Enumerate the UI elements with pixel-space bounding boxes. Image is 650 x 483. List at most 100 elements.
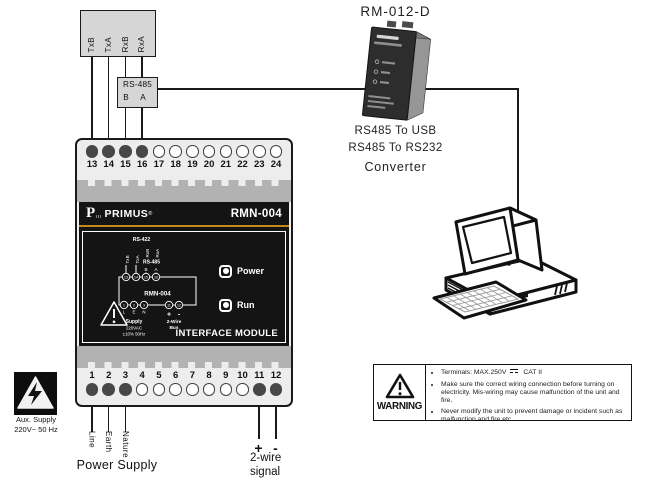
terminal-number: 16 <box>136 158 148 170</box>
mini-supply-volts: 220VAC <box>126 325 142 330</box>
terminal-14: 14 <box>101 140 117 180</box>
terminal-number: 8 <box>206 370 212 381</box>
aux-supply-line2: 220V~ 50 Hz <box>14 424 58 434</box>
terminal-number: 3 <box>122 370 129 381</box>
rs422-terminal-label-txa: TxA <box>103 36 113 52</box>
terminal-10: 10 <box>235 368 251 405</box>
wire-signal-plus <box>258 403 260 439</box>
terminal-number: 14 <box>103 158 114 170</box>
terminal-circle <box>169 145 182 158</box>
wire-txb <box>91 56 93 146</box>
warning-label: WARNING <box>376 401 423 412</box>
mini-rs422-label: RS-422 <box>133 237 151 243</box>
terminal-number: 22 <box>237 158 248 170</box>
converter-caption: RS485 To USB RS485 To RS232 Converter <box>328 123 463 176</box>
mini-terminal-num: 3 <box>143 303 145 307</box>
terminal-4: 4 <box>134 368 150 405</box>
warning-item-wiring: Make sure the correct wiring connection … <box>441 381 625 405</box>
terminal-circle <box>236 145 249 158</box>
computer-illustration <box>432 206 578 320</box>
terminal-circle <box>253 145 266 158</box>
terminal-number: 5 <box>156 370 162 381</box>
rs485-pin-b: B <box>123 93 129 102</box>
mini-supply-freq: ±10% 50Hz <box>123 331 146 336</box>
terminal-circle <box>102 145 115 158</box>
run-indicator: Run <box>219 298 255 312</box>
mini-terminal-num: 14 <box>134 275 138 279</box>
power-wire-label-line: Line <box>87 431 97 449</box>
mini-terminal-num: 1 <box>123 303 125 307</box>
converter-caption-line: RS485 To USB <box>354 125 437 137</box>
terminal-19: 19 <box>184 140 200 180</box>
terminal-number: 6 <box>172 370 179 381</box>
terminal-circle <box>269 145 283 158</box>
warning-triangle-icon <box>385 373 414 399</box>
terminal-circle <box>219 145 233 158</box>
terminal-15: 15 <box>117 140 133 180</box>
terminal-21: 21 <box>218 140 234 180</box>
terminal-circle <box>269 383 283 396</box>
mini-terminal-num: 13 <box>124 275 128 279</box>
terminal-20: 20 <box>201 140 217 180</box>
terminal-number: 20 <box>203 158 215 170</box>
terminal-number: 23 <box>253 158 265 170</box>
mini-signal-label: RxB <box>145 248 150 257</box>
power-label: Power <box>237 266 265 276</box>
mini-terminal-num: 15 <box>144 275 148 279</box>
terminal-circle <box>119 145 132 158</box>
warning-item1-pre: Terminals: MAX.250V <box>441 369 507 376</box>
terminal-6: 6 <box>168 368 184 405</box>
terminal-circle <box>135 383 149 396</box>
mini-terminal-num: 16 <box>154 275 158 279</box>
converter-caption-line: Converter <box>364 160 427 174</box>
power-wire-label-earth: Earth <box>104 431 114 453</box>
primus-logo-icon: P <box>86 205 96 221</box>
rs485-junction-box: RS-485 B A <box>117 77 158 108</box>
rs422-terminal-label-rxb: RxB <box>120 35 130 52</box>
terminal-7: 7 <box>184 368 200 405</box>
two-wire-signal-caption: 2-wire signal <box>250 452 310 479</box>
converter-caption-line: RS485 To RS232 <box>348 141 443 154</box>
signal-minus-label: - <box>273 440 278 456</box>
terminal-5: 5 <box>151 368 167 405</box>
aux-supply-line1: Aux. Supply <box>15 415 57 424</box>
module-model: RMN-004 <box>230 207 282 220</box>
power-wire-label-nature: Nature <box>121 431 130 459</box>
mini-len-label: L <box>123 309 126 314</box>
high-voltage-icon <box>14 372 57 415</box>
terminal-11: 11 <box>251 368 267 405</box>
module-faceplate: P III PRIMUS ® RMN-004 RS-422 TxB TxA Rx… <box>79 202 289 346</box>
terminal-circle <box>186 383 199 396</box>
mini-len-label: E <box>133 309 136 314</box>
wire-nature <box>124 403 127 432</box>
converter-title: RM-012-D <box>360 4 431 19</box>
terminal-number: 13 <box>86 158 98 170</box>
terminal-circle <box>202 383 216 396</box>
warning-symbol-cell: WARNING <box>374 365 426 420</box>
din-notch-band <box>77 346 291 368</box>
terminal-number: 11 <box>254 370 265 381</box>
terminal-circle <box>135 145 149 158</box>
terminal-circle <box>152 383 166 396</box>
terminal-circle <box>219 383 233 396</box>
terminal-3: 3 <box>117 368 133 405</box>
terminal-circle <box>186 145 199 158</box>
terminal-23: 23 <box>251 140 267 180</box>
terminal-number: 4 <box>139 370 145 381</box>
warning-item-modify: Never modify the unit to prevent damage … <box>441 408 625 424</box>
din-notch-band <box>77 180 291 202</box>
mini-bus-label2: Bus <box>169 325 178 331</box>
signal-line: signal <box>250 465 281 478</box>
wire-signal-minus <box>275 403 277 439</box>
converter-device-image <box>362 20 432 121</box>
primus-logo-bars: III <box>96 213 102 219</box>
mini-terminal-num: 11 <box>167 303 171 307</box>
rs422-terminal-label-txb: TxB <box>87 36 97 52</box>
terminal-circle <box>119 383 132 396</box>
